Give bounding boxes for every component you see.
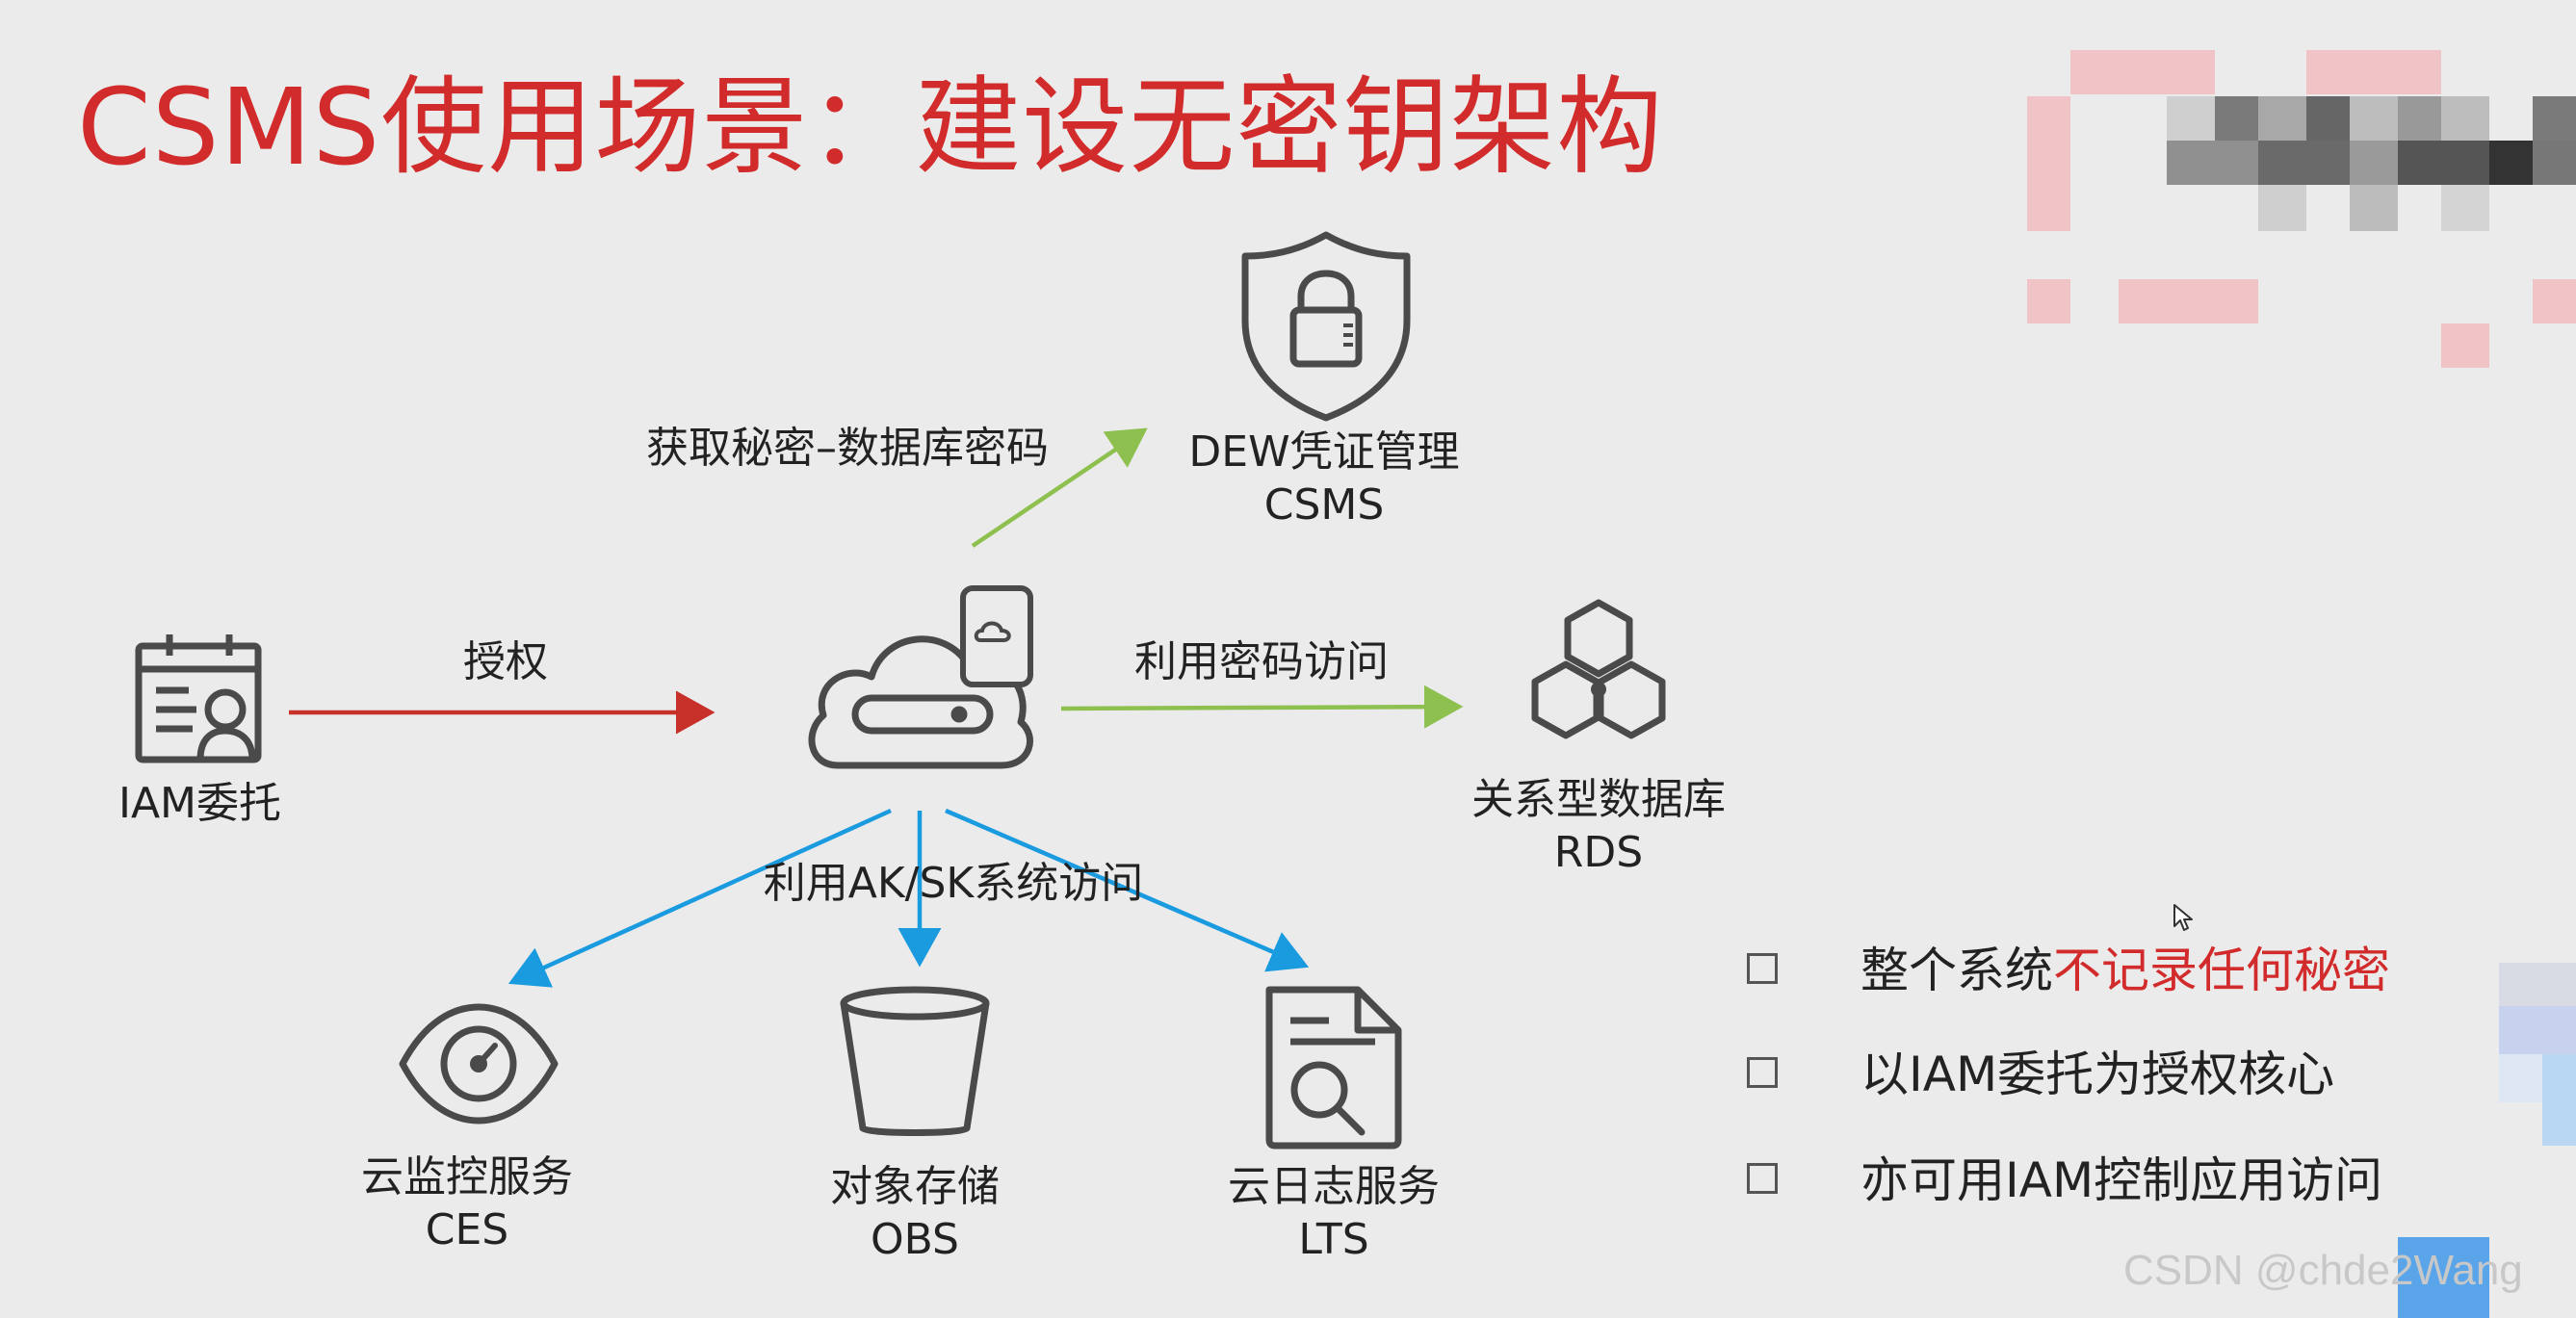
rds-label-line2: RDS	[1553, 828, 1644, 877]
use-password-label: 利用密码访问	[1134, 637, 1389, 686]
bullet-1-highlight: 不记录任何秘密	[2053, 943, 2390, 998]
aksk-label: 利用AK/SK系统访问	[763, 859, 1144, 908]
dew-label-line2: CSMS	[1263, 480, 1385, 530]
authorize-label: 授权	[463, 637, 548, 686]
ces-label-line2: CES	[425, 1205, 509, 1254]
bullet-item-2: 以IAM委托为授权核心	[1860, 1036, 2334, 1105]
bucket-icon	[840, 986, 990, 1136]
rds-label-line1: 关系型数据库	[1471, 775, 1726, 824]
get-secret-label: 获取秘密–数据库密码	[646, 424, 1049, 473]
database-hex-icon	[1531, 599, 1666, 739]
lts-label-line1: 云日志服务	[1228, 1162, 1440, 1211]
slide-title: CSMS使用场景：建设无密钥架构	[77, 65, 1664, 189]
lts-label-line2: LTS	[1298, 1215, 1369, 1264]
cloud-app-icon	[808, 585, 1033, 769]
obs-label-line1: 对象存储	[830, 1162, 1000, 1211]
shield-lock-icon	[1241, 231, 1411, 422]
iam-icon	[135, 634, 262, 763]
obs-label-line2: OBS	[871, 1215, 959, 1264]
bullet-checkbox-3	[1747, 1163, 1778, 1194]
use-password-arrow	[1060, 685, 1464, 729]
bullet-item-1: 整个系统不记录任何秘密	[1860, 932, 2390, 1001]
aksk-arrow-lts	[945, 808, 1310, 972]
mouse-cursor-icon	[2173, 904, 2193, 931]
csdn-watermark: CSDN @chde2Wang	[2123, 1247, 2523, 1294]
bullet-checkbox-1	[1747, 953, 1778, 984]
aksk-arrow-ces	[507, 808, 892, 988]
bullet-1-prefix: 整个系统	[1860, 943, 2053, 998]
bullet-2-prefix: 以IAM委托为授权核心	[1860, 1047, 2335, 1102]
bullet-3-prefix: 亦可用IAM控制应用访问	[1860, 1152, 2383, 1208]
eye-gauge-icon	[399, 1003, 559, 1124]
get-secret-arrow	[971, 427, 1148, 548]
bullet-item-3: 亦可用IAM控制应用访问	[1860, 1142, 2382, 1211]
document-search-icon	[1265, 986, 1402, 1150]
iam-label: IAM委托	[117, 779, 282, 828]
bullet-checkbox-2	[1747, 1057, 1778, 1088]
dew-label-line1: DEW凭证管理	[1188, 427, 1460, 477]
ces-label-line1: 云监控服务	[361, 1152, 573, 1202]
